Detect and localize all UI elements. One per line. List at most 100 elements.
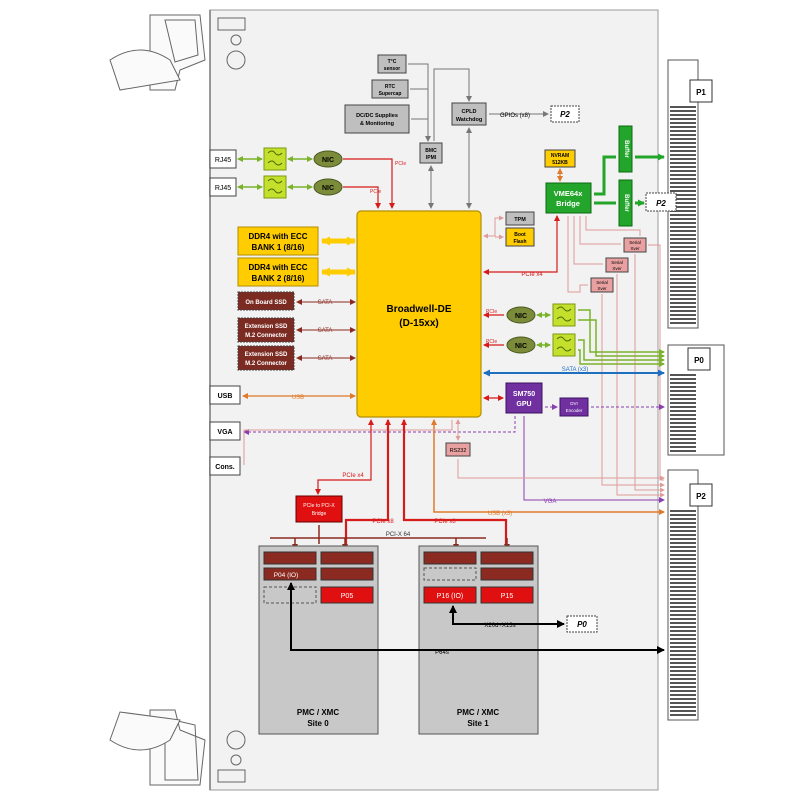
onboard-ssd: On Board SSD <box>237 291 295 311</box>
nic-front-2: NIC <box>313 178 343 196</box>
svg-text:DDR4 with ECC: DDR4 with ECC <box>248 263 307 272</box>
pcie-front-nics <box>343 158 395 209</box>
buffer-1: Buffer <box>618 125 633 173</box>
svg-text:Xver: Xver <box>612 266 622 271</box>
ejector-handle-top <box>109 14 246 91</box>
svg-text:Flash: Flash <box>513 239 526 245</box>
svg-text:sensor: sensor <box>384 66 400 72</box>
svg-text:NIC: NIC <box>322 157 334 164</box>
sata-label-1: SATA <box>318 300 333 306</box>
svg-text:CPLD: CPLD <box>462 109 477 115</box>
svg-text:PMC / XMC: PMC / XMC <box>297 708 339 717</box>
svg-text:Bridge: Bridge <box>556 199 580 208</box>
pcie-label-nic2: PCIe <box>370 189 381 195</box>
svg-text:Boot: Boot <box>514 232 526 238</box>
svg-text:P1: P1 <box>696 88 706 97</box>
svg-text:PMC / XMC: PMC / XMC <box>457 708 499 717</box>
svg-text:Xver: Xver <box>630 246 640 251</box>
svg-text:Bridge: Bridge <box>312 511 327 517</box>
svg-text:PCIe to PCI-X: PCIe to PCI-X <box>303 503 335 509</box>
eth-rear-links <box>536 309 665 367</box>
svg-text:P2: P2 <box>560 110 570 119</box>
serial-xver-2: Serial Xver <box>605 257 629 273</box>
mgmt-links <box>408 63 549 209</box>
svg-text:RJ45: RJ45 <box>215 157 231 164</box>
svg-text:M.2 Connector: M.2 Connector <box>245 333 287 339</box>
svg-text:NIC: NIC <box>322 185 334 192</box>
ddr4-bank-1: DDR4 with ECC BANK 1 (8/16) <box>237 226 319 256</box>
svg-text:Site 0: Site 0 <box>307 719 329 728</box>
svg-text:Xver: Xver <box>597 286 607 291</box>
svg-text:RS232: RS232 <box>450 448 467 454</box>
tpm: TPM <box>505 211 535 226</box>
io-routing <box>287 582 665 654</box>
svg-text:BMC: BMC <box>425 148 437 154</box>
svg-text:Serial: Serial <box>596 280 608 285</box>
svg-text:DVI: DVI <box>570 401 578 406</box>
p2-tag-gpio: P2 <box>550 105 580 123</box>
nvram: NVRAM 512KB <box>544 149 576 168</box>
svg-text:Watchdog: Watchdog <box>456 117 482 123</box>
svg-text:P15: P15 <box>501 593 514 600</box>
svg-text:VGA: VGA <box>217 429 232 436</box>
svg-text:Broadwell-DE: Broadwell-DE <box>386 304 451 315</box>
dcdc-supplies: DC/DC Supplies & Monitoring <box>344 104 410 134</box>
pmc-xmc-site-1: P16 (IO) P15 PMC / XMC Site 1 <box>418 545 539 735</box>
svg-text:RJ45: RJ45 <box>215 185 231 192</box>
svg-text:& Monitoring: & Monitoring <box>360 121 394 127</box>
rj45-port-1: RJ45 <box>209 149 237 169</box>
svg-text:On Board SSD: On Board SSD <box>245 300 287 306</box>
svg-text:BANK 1 (8/16): BANK 1 (8/16) <box>252 243 305 252</box>
p64s-label: P64s <box>435 650 449 656</box>
svg-text:P16 (IO): P16 (IO) <box>437 593 463 600</box>
serial-xver-1: Serial Xver <box>623 237 647 253</box>
rj45-port-2: RJ45 <box>209 177 237 197</box>
bmc-ipmi: BMC IPMI <box>419 142 443 164</box>
vme64x-bridge: VME64x Bridge <box>545 182 592 214</box>
temp-sensor: T°C sensor <box>377 54 407 74</box>
cpld-watchdog: CPLD Watchdog <box>451 102 487 126</box>
pcie-to-pcix-bridge: PCIe to PCI-X Bridge <box>295 495 343 523</box>
console-port: Cons. <box>209 456 241 476</box>
svg-text:TPM: TPM <box>514 217 526 223</box>
p0-tag-io: P0 <box>566 615 598 633</box>
vga-rear-label: VGA <box>544 499 557 505</box>
svg-text:M.2 Connector: M.2 Connector <box>245 361 287 367</box>
usb-port: USB <box>209 385 241 405</box>
svg-text:P0: P0 <box>577 620 587 629</box>
svg-text:Buffer: Buffer <box>623 194 629 212</box>
sata-x3-label: SATA (x3) <box>562 367 588 373</box>
svg-text:DDR4 with ECC: DDR4 with ECC <box>248 232 307 241</box>
sm750-gpu: SM750 GPU <box>505 382 543 414</box>
nic-front-1: NIC <box>313 150 343 168</box>
magnetics-rear <box>552 303 576 357</box>
pcie-x4-vme <box>483 215 560 275</box>
svg-text:NIC: NIC <box>515 343 527 350</box>
broadwell-de-cpu: Broadwell-DE (D-15xx) <box>356 210 482 418</box>
vme-links <box>594 153 665 207</box>
svg-text:IPMI: IPMI <box>426 155 437 161</box>
svg-text:Site 1: Site 1 <box>467 719 489 728</box>
svg-text:(D-15xx): (D-15xx) <box>399 318 438 329</box>
p2-tag-vme: P2 <box>645 192 677 212</box>
svg-text:Extension SSD: Extension SSD <box>245 324 288 330</box>
svg-text:VME64x: VME64x <box>554 189 584 198</box>
extension-ssd-2: Extension SSD M.2 Connector <box>237 345 295 371</box>
pcie-x4-label-bridge: PCIe x4 <box>342 473 364 479</box>
svg-text:Supercap: Supercap <box>379 91 402 97</box>
svg-text:NIC: NIC <box>515 313 527 320</box>
sata-label-3: SATA <box>318 356 333 362</box>
rs232: RS232 <box>445 442 471 457</box>
pcix-bus <box>270 525 510 550</box>
svg-text:P2: P2 <box>696 492 706 501</box>
nic-rear-1: NIC <box>506 306 536 324</box>
svg-text:T°C: T°C <box>388 59 397 65</box>
pcie-x4-label-vme: PCIe x4 <box>521 272 543 278</box>
pcie-label-nic3: PCIe <box>486 309 497 315</box>
pcix-label: PCI-X 64 <box>386 532 411 538</box>
ddr4-bank-2: DDR4 with ECC BANK 2 (8/16) <box>237 257 319 287</box>
svg-text:GPU: GPU <box>516 401 531 408</box>
sata-links <box>296 299 356 361</box>
eth-front-links <box>237 156 313 190</box>
